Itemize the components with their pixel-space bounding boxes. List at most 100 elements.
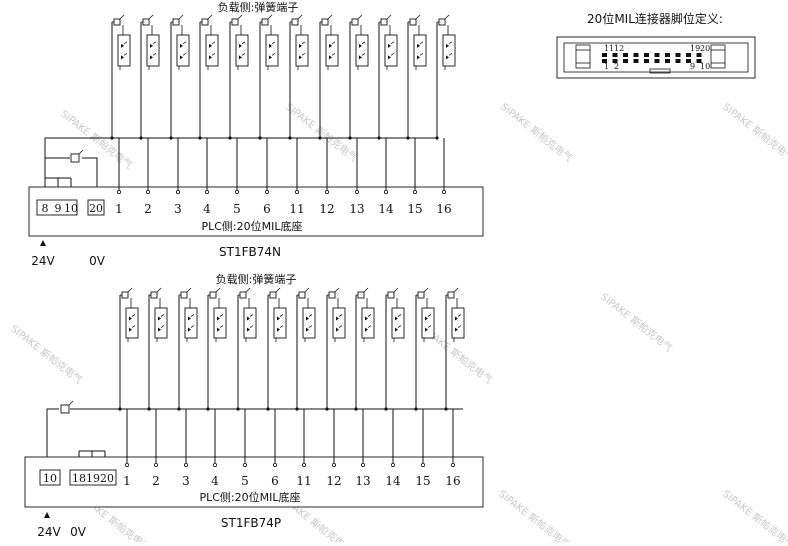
relay-body (146, 34, 160, 67)
connector-pin (644, 59, 649, 63)
diode-icon (239, 43, 242, 48)
relay-module (318, 14, 339, 140)
relay-body (273, 307, 287, 339)
connector-pin (644, 53, 649, 57)
diode-icon (70, 153, 80, 163)
relay-module (288, 14, 309, 140)
voltage-0v: 0V (70, 525, 87, 539)
relay-module (118, 287, 139, 411)
contact-icon (219, 314, 224, 317)
diode-icon (60, 404, 70, 414)
diode-icon (217, 316, 220, 321)
connector-pin (696, 59, 702, 63)
diode-icon (336, 316, 339, 321)
terminal-icon (142, 18, 150, 26)
relay-module (266, 287, 287, 411)
relay-body (205, 34, 219, 67)
diode-icon (180, 43, 183, 48)
contact-icon (211, 52, 216, 56)
watermark: SIPAKE 斯帕克电气 (598, 290, 675, 354)
terminal-icon (291, 18, 299, 26)
relay-module (198, 14, 219, 140)
watermark: SIPAKE 斯帕克电气 (496, 487, 573, 542)
connector-pin (675, 53, 681, 57)
terminal-icon (121, 291, 129, 299)
pin-label: 1 (604, 62, 609, 71)
left-pin: 9 (55, 202, 62, 215)
load-side-label: 负载侧:弹簧端子 (216, 272, 297, 286)
terminal-icon (201, 18, 209, 26)
channel-pin-label: 1 (123, 474, 131, 488)
terminal-lever (297, 14, 303, 20)
channel-pin-label: 4 (211, 474, 219, 488)
diode-icon (150, 43, 153, 48)
contact-icon (361, 41, 366, 45)
channel-pin-label: 2 (152, 474, 160, 488)
pin-label: 2 (614, 62, 619, 71)
channel-pin-dot (145, 189, 150, 194)
watermark: SIPAKE 斯帕克电气 (720, 100, 788, 164)
voltage-24v: 24V (31, 254, 55, 268)
diode-icon (417, 55, 420, 60)
channel-pin-label: 15 (407, 202, 422, 216)
diode-icon (388, 43, 391, 48)
connector-key (649, 68, 671, 74)
connector-pin (612, 53, 618, 57)
contact-icon (160, 325, 165, 328)
relay-body (295, 34, 309, 67)
relay-module (348, 14, 369, 140)
terminal-lever (156, 287, 162, 293)
model-label: ST1FB74N (219, 245, 281, 259)
channel-pin-label: 14 (385, 474, 401, 488)
connector-pin (654, 53, 660, 57)
pin-label: 20 (700, 44, 710, 53)
diode-icon (158, 327, 161, 332)
contact-icon (271, 52, 276, 56)
channel-pin-dot (390, 462, 395, 467)
contact-icon (301, 41, 306, 45)
channel-pin-label: 12 (326, 474, 341, 488)
relay-body (355, 34, 369, 67)
channel-pin-dot (450, 462, 455, 467)
watermark: SIPAKE 斯帕克电气 (8, 322, 85, 386)
contact-icon (249, 325, 254, 328)
terminal-lever (304, 287, 310, 293)
diode-icon (247, 316, 250, 321)
relay-module (169, 14, 190, 140)
contact-icon (279, 325, 284, 328)
terminal-icon (380, 18, 388, 26)
diode-icon (395, 327, 398, 332)
terminal-icon (231, 18, 239, 26)
relay-module (258, 14, 279, 140)
terminal-lever (334, 287, 340, 293)
contact-icon (457, 325, 462, 328)
diode-icon (329, 43, 332, 48)
terminal-lever (237, 14, 243, 20)
relay-module (295, 287, 316, 411)
diode-icon (365, 327, 368, 332)
relay-module (147, 287, 168, 411)
relay-module (444, 287, 465, 411)
contact-icon (152, 52, 157, 56)
contact-icon (131, 325, 136, 328)
relay-body (384, 34, 398, 67)
contact-icon (397, 325, 402, 328)
relay-body (361, 307, 375, 339)
relay-body (154, 307, 168, 339)
plc-side-label: PLC侧:20位MIL底座 (201, 219, 302, 233)
contact-icon (457, 314, 462, 317)
channel-pin-dot (301, 462, 306, 467)
connector-title: 20位MIL连接器脚位定义: (587, 11, 723, 26)
relay-body (265, 34, 279, 67)
channel-pin-dot (212, 462, 217, 467)
channel-pin-label: 5 (241, 474, 249, 488)
diode-icon (446, 43, 449, 48)
connector-pin (623, 59, 628, 63)
diode-icon (269, 55, 272, 60)
contact-icon (338, 314, 343, 317)
diode-icon (306, 316, 309, 321)
relay-modules (118, 287, 465, 411)
diode-icon (217, 327, 220, 332)
